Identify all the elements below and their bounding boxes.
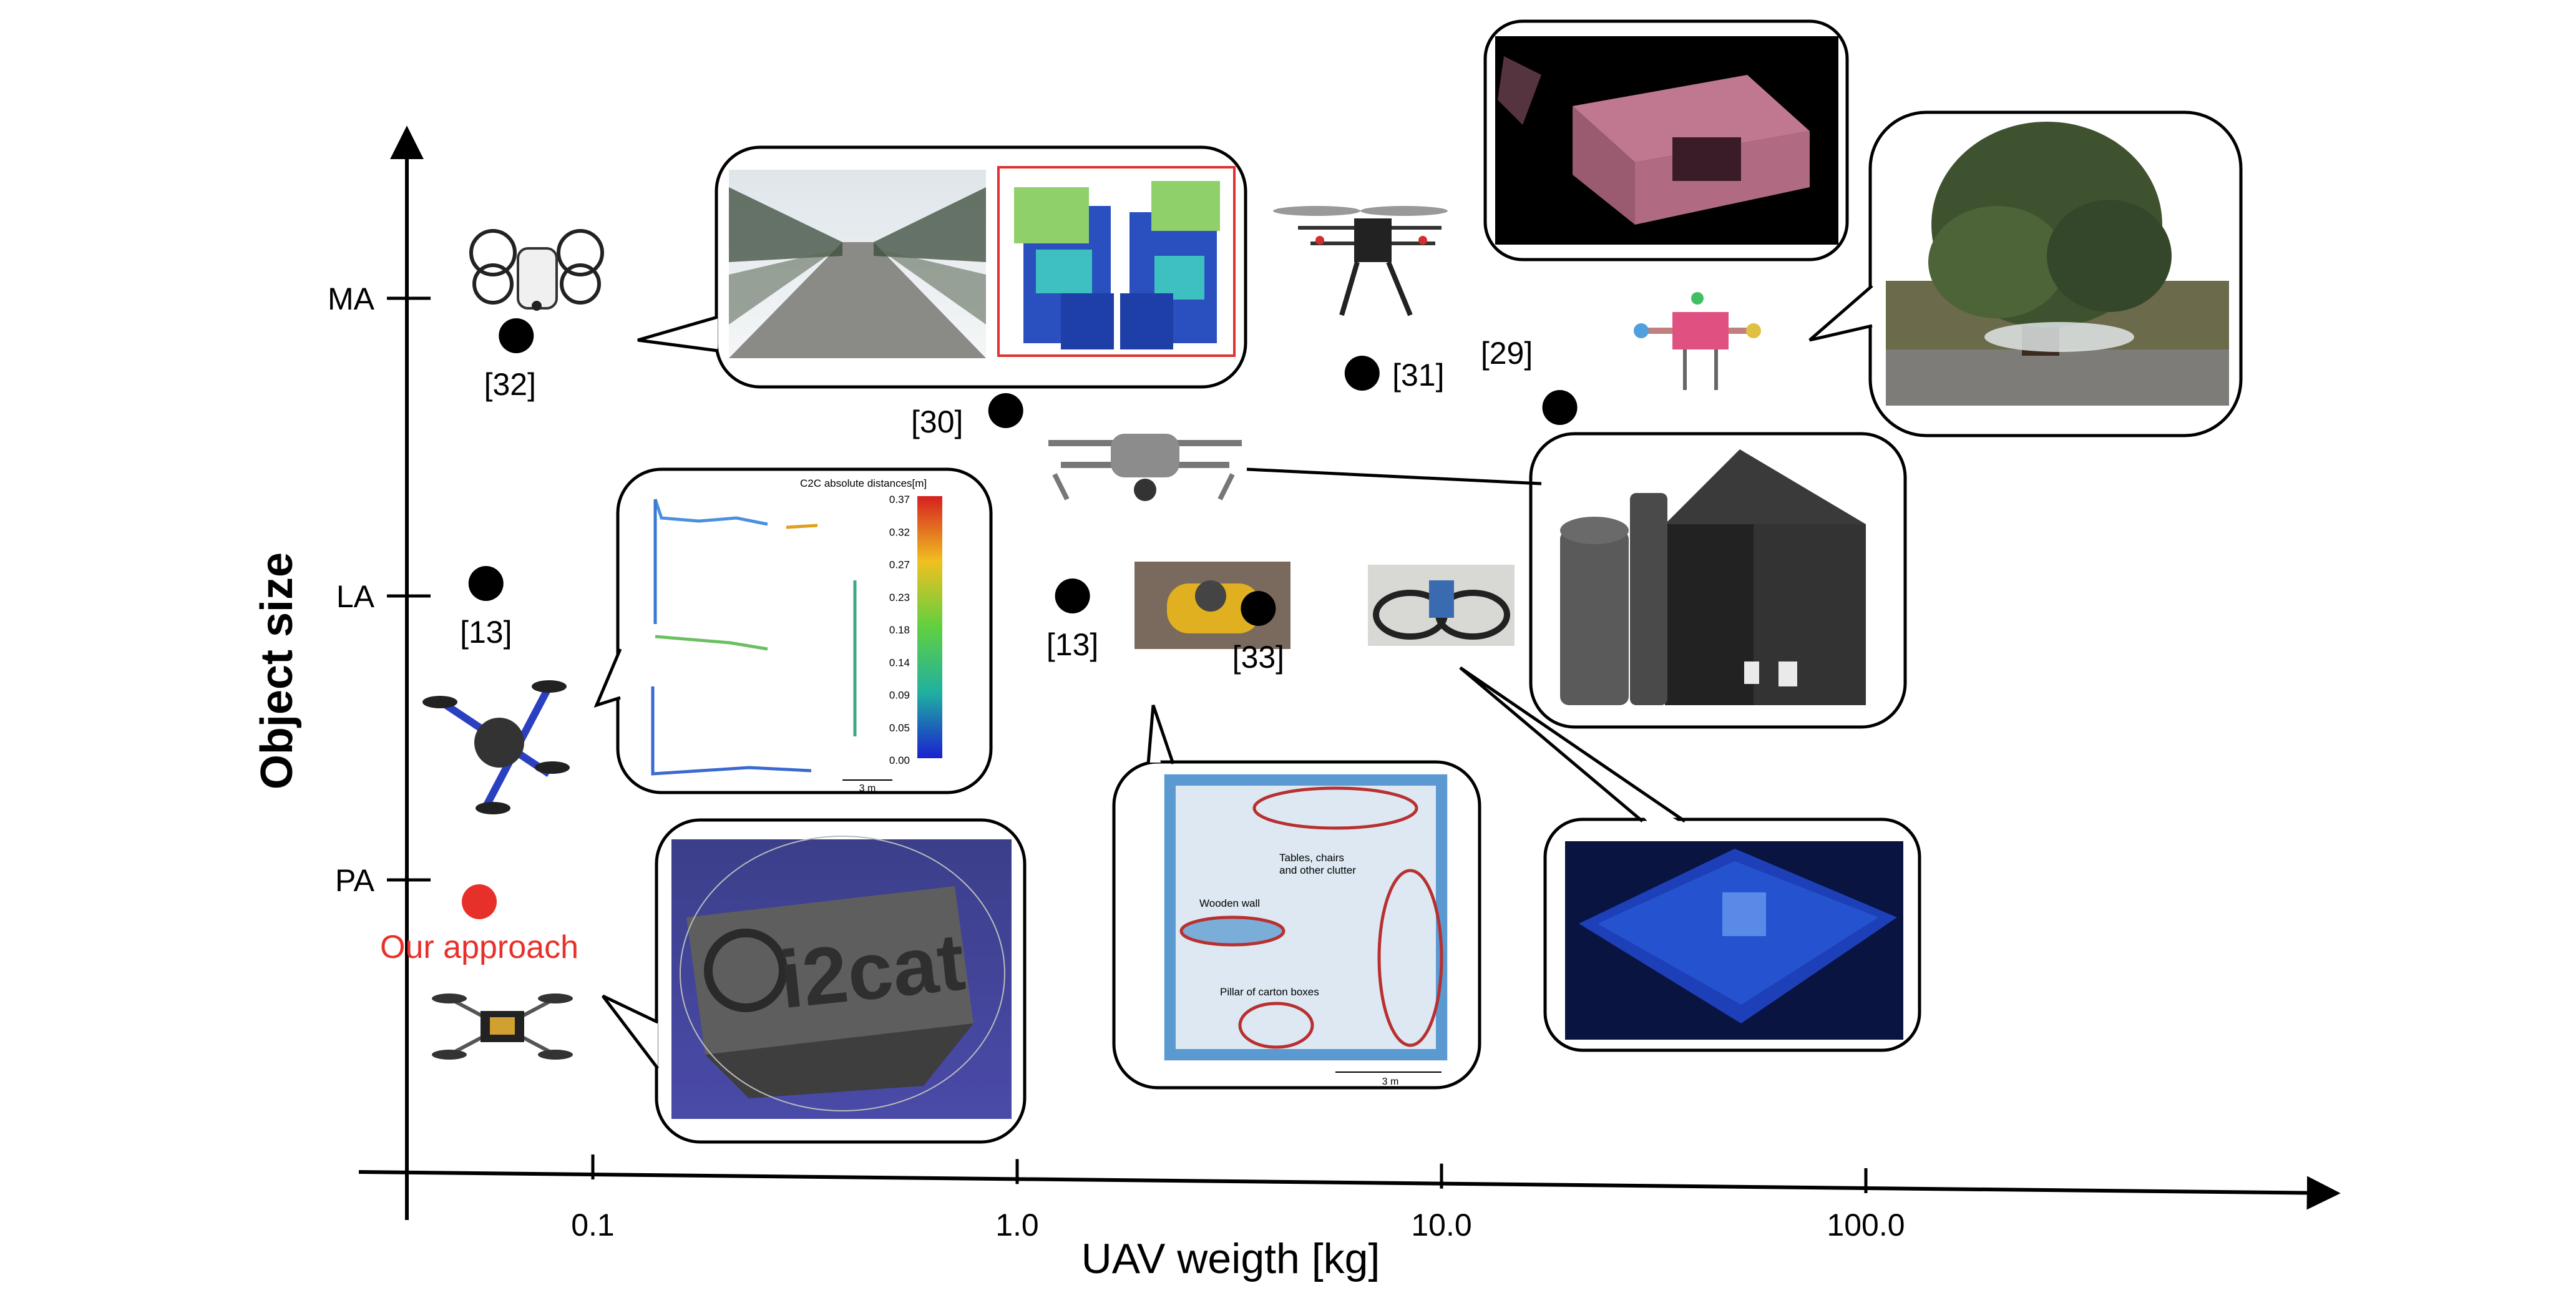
y-tick-label: PA (335, 863, 375, 898)
lidar-drone-icon (422, 680, 570, 814)
our-approach-point (462, 884, 497, 919)
data-point-label: [33] (1232, 640, 1284, 675)
colorbar-tick-label: 0.23 (889, 592, 910, 603)
custom-drone-icon (1634, 292, 1761, 390)
colorbar-tick-label: 0.18 (889, 624, 910, 636)
x-ticks: 0.1 1.0 10.0 100.0 (571, 1154, 1905, 1242)
data-point-label: [32] (484, 367, 536, 402)
data-point-label: [13] (460, 615, 512, 650)
data-point (499, 318, 534, 353)
colorbar-title: C2C absolute distances[m] (800, 477, 927, 489)
y-tick-label: MA (328, 281, 375, 316)
x-tick-label: 0.1 (571, 1208, 615, 1242)
map-scale-label: 3 m (1382, 1076, 1399, 1087)
colorbar-ticks: 0.37 0.32 0.27 0.23 0.18 0.14 0.09 0.05 0.00 (889, 494, 910, 766)
greenhouse-inset (637, 145, 1247, 389)
colorbar-tick-label: 0.14 (889, 656, 910, 668)
y-axis-label: Object size (252, 552, 302, 789)
data-point (988, 393, 1023, 428)
scale-bar-label: 3 m (859, 783, 876, 794)
mavic-drone-icon (1048, 434, 1242, 501)
x-axis-label: UAV weigth [kg] (1081, 1235, 1380, 1282)
map-label-clutter: and other clutter (1279, 864, 1356, 876)
data-point (1055, 578, 1090, 613)
parrot-drone-icon (1368, 565, 1515, 646)
data-point-label: [29] (1481, 336, 1533, 371)
data-point (1344, 356, 1380, 391)
crazyflie-drone-icon (432, 993, 573, 1060)
x-tick-label: 1.0 (995, 1208, 1039, 1242)
colorbar-tick-label: 0.27 (889, 559, 910, 571)
colorbar-tick-label: 0.37 (889, 494, 910, 505)
tello-drone-icon (469, 229, 604, 311)
y-ticks: PA LA MA (328, 281, 431, 898)
data-point (1542, 390, 1578, 425)
map-label-tables: Tables, chairs (1279, 852, 1344, 864)
our-approach-label: Our approach (380, 929, 578, 965)
y-tick-label: LA (336, 579, 375, 614)
tree-inset (1808, 110, 2243, 437)
data-point-label: [31] (1392, 358, 1444, 393)
data-point (468, 566, 504, 601)
data-point-label: [13] (1046, 627, 1098, 662)
data-point (1241, 591, 1276, 626)
hexacopter-drone-icon (1273, 206, 1448, 316)
i2cat-pointcloud-inset: i2cat (602, 818, 1027, 1144)
blue-pointcloud-inset (1459, 666, 1921, 1052)
data-point-label: [30] (911, 404, 963, 439)
colorbar-tick-label: 0.05 (889, 722, 910, 734)
x-tick-label: 10.0 (1411, 1208, 1471, 1242)
colorbar-tick-label: 0.09 (889, 690, 910, 701)
i2cat-logo-text: i2cat (776, 915, 969, 1025)
colorbar-tick-label: 0.32 (889, 526, 910, 538)
colorbar-tick-label: 0.00 (889, 754, 910, 766)
c2c-distance-inset: C2C absolute distances[m] 0.370.320.270.… (593, 467, 993, 794)
silo-inset (1246, 432, 1907, 729)
x-tick-label: 100.0 (1827, 1208, 1905, 1242)
data-points: [32] [30] [31] [29] [13] [13] [33] Our approach (380, 318, 1578, 965)
map-label-wooden-wall: Wooden wall (1199, 897, 1260, 909)
building-pointcloud-inset (1483, 19, 1849, 261)
indoor-map-inset: Tables, chairs and other clutter Wooden … (1112, 705, 1481, 1090)
x-axis (358, 1170, 2341, 1210)
map-label-pillar: Pillar of carton boxes (1220, 986, 1319, 998)
